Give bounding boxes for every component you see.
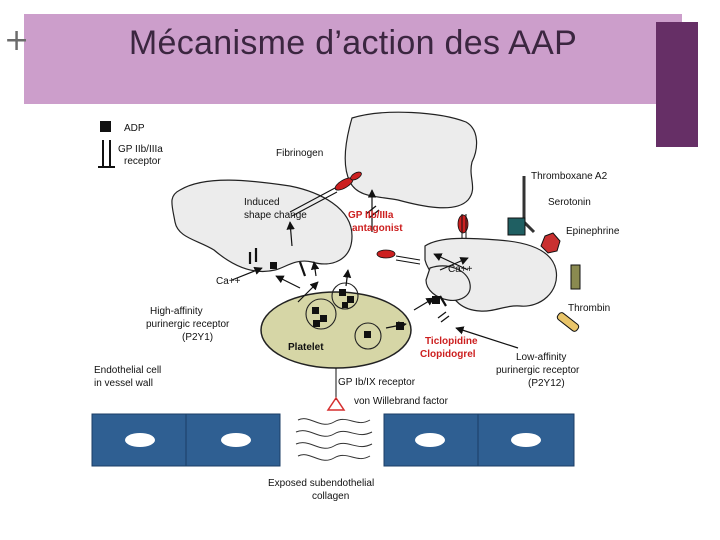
- ticlopidine-label: Ticlopidine: [425, 336, 478, 347]
- right-cell-lower-lobe: [425, 265, 471, 301]
- thromboxane-label: Thromboxane A2: [531, 171, 608, 182]
- gp-receptor-legend-icon: [98, 140, 115, 168]
- clopidogrel-label: Clopidogrel: [420, 349, 476, 360]
- endothelium-left: [91, 413, 281, 467]
- ca-right-label: Ca++: [448, 264, 473, 275]
- connection-lines: [289, 187, 467, 400]
- slide-title: Mécanisme d’action des AAP: [128, 24, 578, 62]
- serotonin-label: Serotonin: [548, 197, 591, 208]
- mechanism-diagram: ADP GP IIb/IIIa receptor: [91, 111, 620, 502]
- fibrinogen-label: Fibrinogen: [276, 148, 323, 159]
- legend-adp-label: ADP: [124, 123, 145, 134]
- endothelial-label-1: Endothelial cell: [94, 365, 161, 376]
- endothelial-label-2: in vessel wall: [94, 378, 153, 389]
- low-affinity-label-2: purinergic receptor: [496, 365, 580, 376]
- legend-gp-label-2: receptor: [124, 156, 161, 167]
- accent-bar: [656, 22, 698, 147]
- legend-gp-label-1: GP IIb/IIIa: [118, 144, 163, 155]
- title-band: Mécanisme d’action des AAP: [24, 14, 682, 104]
- platelet-granules: [305, 282, 382, 350]
- antagonist-label-2: antagonist: [352, 223, 403, 234]
- induced-label-1: Induced: [244, 197, 280, 208]
- platelet-label: Platelet: [288, 342, 324, 353]
- plus-icon: +: [4, 23, 30, 58]
- adp-legend-square: [100, 121, 111, 132]
- high-affinity-label-2: purinergic receptor: [146, 319, 230, 330]
- induced-label-2: shape change: [244, 210, 307, 221]
- epinephrine-receptor: [570, 264, 581, 290]
- serotonin-square: [507, 217, 526, 236]
- collagen-fibers: [295, 418, 373, 461]
- diagram-labels: Fibrinogen Thromboxane A2 Serotonin Epin…: [94, 148, 620, 502]
- low-affinity-label-1: Low-affinity: [516, 352, 566, 363]
- epinephrine-label: Epinephrine: [566, 226, 620, 237]
- collagen-label-1: Exposed subendothelial: [268, 478, 374, 489]
- legend: ADP GP IIb/IIIa receptor: [98, 121, 163, 168]
- endothelium-right: [383, 413, 575, 467]
- epinephrine-hexagon: [540, 232, 561, 254]
- high-affinity-label-3: (P2Y1): [182, 332, 213, 343]
- block-marks: [365, 205, 450, 323]
- thrombin-label: Thrombin: [568, 303, 610, 314]
- upper-activated-cell: [344, 111, 478, 209]
- high-affinity-label-1: High-affinity: [150, 306, 203, 317]
- gp-ib-label: GP Ib/IX receptor: [338, 377, 416, 388]
- collagen-label-2: collagen: [312, 491, 349, 502]
- vwf-label: von Willebrand factor: [354, 396, 449, 407]
- antagonist-label-1: GP IIb/IIIa: [348, 210, 394, 221]
- adp-granule-contents: [312, 289, 371, 338]
- gp-iib-iiia-receptors: [248, 248, 447, 307]
- vwf-triangle: [326, 396, 346, 411]
- fibrinogen-molecules: [334, 171, 362, 191]
- platelet-body: [260, 291, 412, 369]
- arrows: [231, 189, 519, 349]
- low-affinity-label-3: (P2Y12): [528, 378, 565, 389]
- thrombin-pill: [556, 312, 580, 332]
- ca-left-label: Ca++: [216, 276, 241, 287]
